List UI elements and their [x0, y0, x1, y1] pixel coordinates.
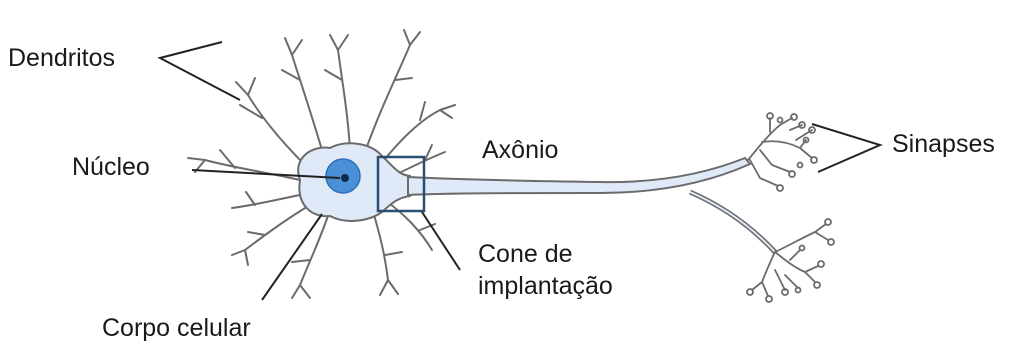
axon-branch-lower-fill	[690, 192, 775, 252]
synapses-label: Sinapses	[892, 130, 995, 159]
nucleolus-shape	[341, 174, 349, 182]
axon-branch-lower	[690, 192, 775, 252]
axon-hillock-label-line1: Cone de	[478, 240, 573, 269]
axon-shape	[408, 158, 750, 195]
axon-label: Axônio	[482, 136, 558, 165]
cell-body-leader	[262, 214, 322, 300]
cell-body-label: Corpo celular	[102, 314, 251, 343]
axon-terminals-upper	[748, 113, 817, 191]
dendrites-leader	[160, 42, 240, 100]
axon-hillock-leader	[422, 212, 460, 270]
axon-hillock-label-line2: implantação	[478, 272, 613, 301]
synapses-leader	[812, 124, 880, 172]
dendrites-label: Dendritos	[8, 44, 115, 73]
axon-terminals-lower	[747, 219, 834, 302]
nucleus-label: Núcleo	[72, 153, 150, 182]
